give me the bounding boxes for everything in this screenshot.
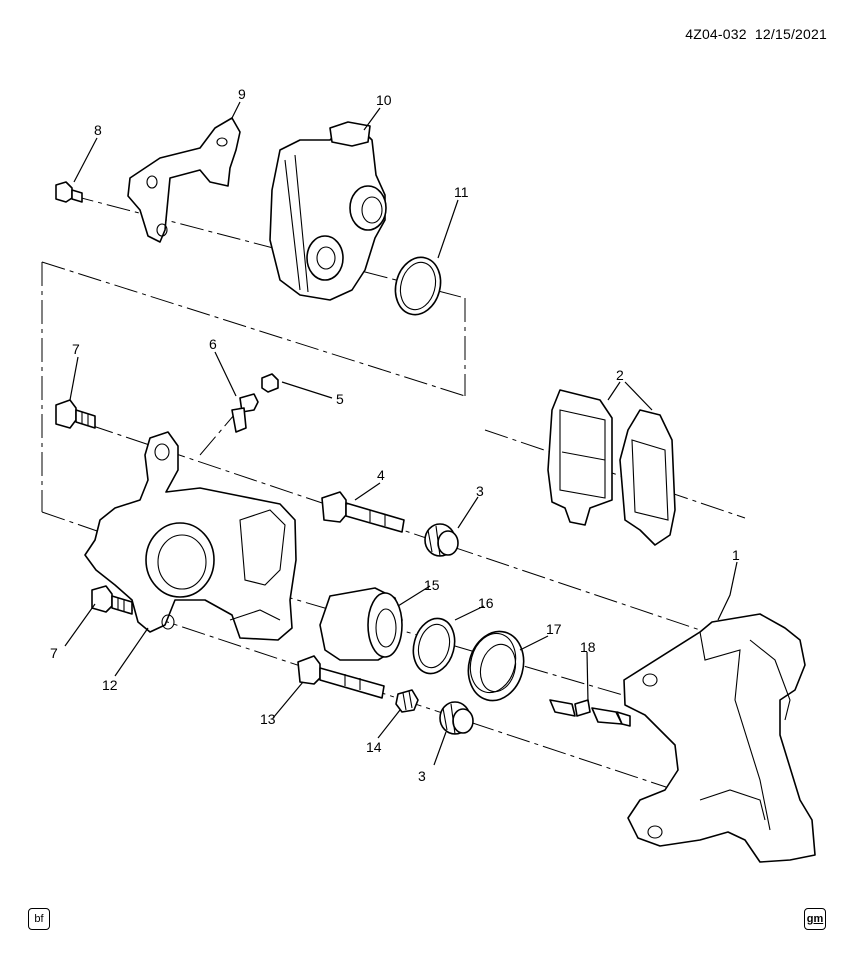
part-caliper-housing [84, 431, 297, 641]
callout-3-upper: 3 [476, 483, 484, 499]
part-pad-clips [549, 699, 631, 727]
part-dust-boot [467, 630, 525, 702]
callout-11: 11 [454, 184, 469, 200]
callout-3-lower: 3 [418, 768, 426, 784]
callout-9: 9 [238, 86, 246, 102]
callout-5: 5 [336, 391, 344, 407]
part-caliper-bracket [623, 613, 816, 863]
part-bushing-upper [424, 523, 459, 557]
part-bleeder-cap [261, 373, 279, 393]
callout-15: 15 [424, 577, 440, 593]
callout-1: 1 [732, 547, 740, 563]
part-parking-brake-motor [269, 121, 387, 301]
callout-leader-lines [64, 101, 738, 766]
callout-6: 6 [209, 336, 217, 352]
part-guide-pin-bolt-lower [297, 655, 385, 699]
callout-13: 13 [260, 711, 276, 727]
callout-7-lower: 7 [50, 645, 58, 661]
callout-18: 18 [580, 639, 596, 655]
callout-4: 4 [377, 467, 385, 483]
callout-7-upper: 7 [72, 341, 80, 357]
callout-2: 2 [616, 367, 624, 383]
part-bracket-bolt [55, 181, 83, 203]
drawing-reference: 4Z04-032 12/15/2021 [685, 26, 827, 42]
part-brake-pads [547, 389, 676, 546]
drawing-number: 4Z04-032 [685, 26, 747, 42]
part-pin-sleeve [395, 689, 419, 713]
part-piston [319, 587, 403, 661]
callout-16: 16 [478, 595, 494, 611]
part-bolt-upper [55, 399, 96, 429]
callout-10: 10 [376, 92, 392, 108]
part-motor-bracket [127, 117, 241, 243]
callout-labels: 1 2 3 3 4 5 6 7 7 8 9 10 11 12 13 14 15 … [50, 86, 740, 784]
gm-logo-icon: gm [804, 908, 826, 930]
part-piston-seal [412, 617, 456, 675]
part-guide-pin-bolt-upper [321, 491, 405, 533]
part-bleeder-valve [231, 393, 259, 433]
callout-14: 14 [366, 739, 382, 755]
bf-badge: bf [28, 908, 50, 930]
callout-8: 8 [94, 122, 102, 138]
callout-17: 17 [546, 621, 562, 637]
callout-12: 12 [102, 677, 118, 693]
drawing-date: 12/15/2021 [754, 26, 827, 42]
part-bushing-lower [439, 701, 474, 735]
part-o-ring-motor [394, 256, 442, 316]
